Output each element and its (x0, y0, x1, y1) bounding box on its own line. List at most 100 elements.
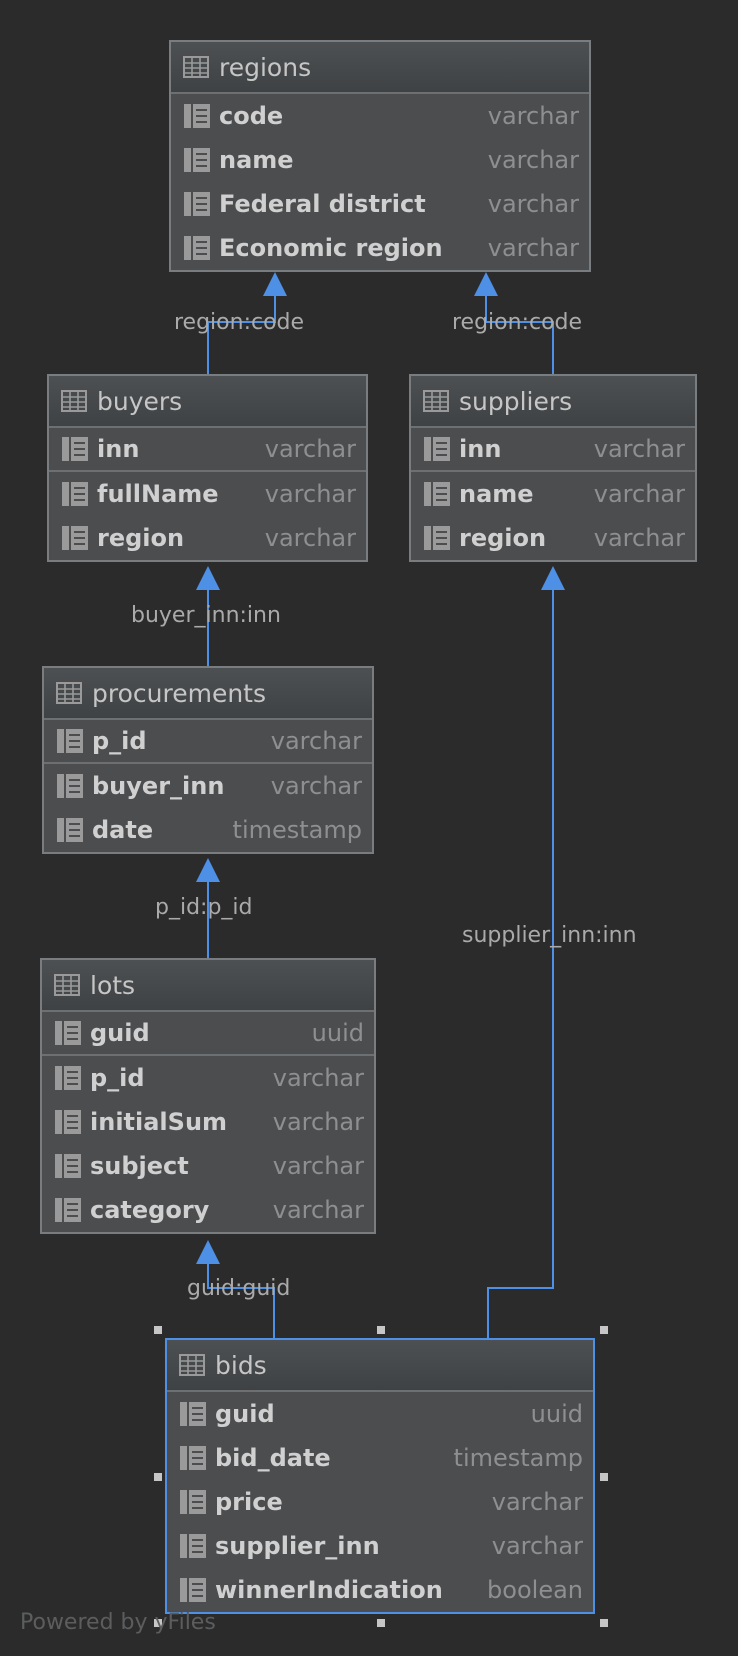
column-type: varchar (593, 480, 685, 508)
column-type: varchar (487, 102, 579, 130)
column-icon (57, 774, 83, 798)
column-row[interactable]: p_id varchar (44, 720, 372, 764)
column-row[interactable]: inn varchar (411, 428, 695, 472)
table-header[interactable]: bids (167, 1340, 593, 1392)
column-row[interactable]: region varchar (411, 516, 695, 560)
column-row[interactable]: name varchar (171, 138, 589, 182)
table-name: buyers (97, 386, 183, 416)
edge-bids-suppliers (487, 589, 554, 1338)
column-name: inn (459, 435, 502, 463)
table-name: procurements (92, 678, 266, 708)
column-icon (57, 729, 83, 753)
arrow-regions-right (474, 272, 498, 296)
column-name: supplier_inn (215, 1532, 380, 1560)
table-header[interactable]: regions (171, 42, 589, 94)
table-icon (423, 390, 449, 412)
column-name: initialSum (90, 1108, 228, 1136)
column-icon (424, 482, 450, 506)
column-name: date (92, 816, 154, 844)
column-name: name (459, 480, 534, 508)
column-icon (62, 437, 88, 461)
table-header[interactable]: lots (42, 960, 374, 1012)
table-icon (54, 974, 80, 996)
column-row[interactable]: price varchar (167, 1480, 593, 1524)
edge-label-procurements-buyers: buyer_inn:inn (131, 603, 281, 628)
column-icon (184, 236, 210, 260)
column-icon (184, 192, 210, 216)
table-name: lots (90, 970, 136, 1000)
table-regions[interactable]: regions code varchar name varchar Federa… (169, 40, 591, 272)
column-row[interactable]: bid_date timestamp (167, 1436, 593, 1480)
column-type: uuid (311, 1019, 364, 1047)
edge-label-bids-lots: guid:guid (187, 1276, 291, 1301)
column-icon (57, 818, 83, 842)
powered-by-footer: Powered by yFiles (20, 1610, 216, 1635)
column-row[interactable]: category varchar (42, 1188, 374, 1232)
table-name: regions (219, 52, 312, 82)
column-name: region (459, 524, 547, 552)
resize-handle-middle-left[interactable] (154, 1473, 162, 1481)
column-row[interactable]: date timestamp (44, 808, 372, 852)
column-icon (62, 526, 88, 550)
column-type: varchar (264, 435, 356, 463)
column-name: fullName (97, 480, 219, 508)
column-row[interactable]: region varchar (49, 516, 366, 560)
table-buyers[interactable]: buyers inn varchar fullName varchar regi… (47, 374, 368, 562)
column-name: category (90, 1196, 210, 1224)
column-type: varchar (264, 480, 356, 508)
column-name: guid (90, 1019, 150, 1047)
arrow-lots (196, 1240, 220, 1264)
column-type: varchar (272, 1196, 364, 1224)
column-type: timestamp (453, 1444, 583, 1472)
column-row[interactable]: supplier_inn varchar (167, 1524, 593, 1568)
column-row[interactable]: Economic region varchar (171, 226, 589, 270)
column-name: inn (97, 435, 140, 463)
column-row[interactable]: name varchar (411, 472, 695, 516)
column-type: varchar (272, 1108, 364, 1136)
table-icon (61, 390, 87, 412)
column-icon (184, 104, 210, 128)
table-icon (179, 1354, 205, 1376)
table-bids[interactable]: bids guid uuid bid_date timestamp price … (165, 1338, 595, 1614)
column-row[interactable]: p_id varchar (42, 1056, 374, 1100)
table-icon (183, 56, 209, 78)
resize-handle-top-left[interactable] (154, 1326, 162, 1334)
column-icon (55, 1110, 81, 1134)
resize-handle-top-right[interactable] (600, 1326, 608, 1334)
column-type: boolean (487, 1576, 583, 1604)
resize-handle-bottom-left[interactable] (154, 1619, 162, 1627)
column-type: timestamp (232, 816, 362, 844)
edge-label-lots-procurements: p_id:p_id (155, 895, 253, 920)
table-header[interactable]: buyers (49, 376, 366, 428)
column-name: subject (90, 1152, 189, 1180)
column-name: price (215, 1488, 283, 1516)
column-row[interactable]: subject varchar (42, 1144, 374, 1188)
column-icon (55, 1066, 81, 1090)
edge-label-bids-suppliers: supplier_inn:inn (462, 923, 637, 948)
table-header[interactable]: suppliers (411, 376, 695, 428)
resize-handle-bottom-right[interactable] (600, 1619, 608, 1627)
arrow-procurements (196, 858, 220, 882)
column-row[interactable]: Federal district varchar (171, 182, 589, 226)
column-name: winnerIndication (215, 1576, 443, 1604)
resize-handle-bottom-middle[interactable] (377, 1619, 385, 1627)
column-row[interactable]: guid uuid (42, 1012, 374, 1056)
resize-handle-top-middle[interactable] (377, 1326, 385, 1334)
resize-handle-middle-right[interactable] (600, 1473, 608, 1481)
table-suppliers[interactable]: suppliers inn varchar name varchar regio… (409, 374, 697, 562)
column-icon (62, 482, 88, 506)
column-row[interactable]: buyer_inn varchar (44, 764, 372, 808)
arrow-suppliers (541, 566, 565, 590)
column-row[interactable]: code varchar (171, 94, 589, 138)
column-row[interactable]: fullName varchar (49, 472, 366, 516)
column-row[interactable]: guid uuid (167, 1392, 593, 1436)
column-icon (55, 1021, 81, 1045)
column-type: varchar (491, 1532, 583, 1560)
table-header[interactable]: procurements (44, 668, 372, 720)
table-procurements[interactable]: procurements p_id varchar buyer_inn varc… (42, 666, 374, 854)
column-row[interactable]: winnerIndication boolean (167, 1568, 593, 1612)
table-lots[interactable]: lots guid uuid p_id varchar initialSum v… (40, 958, 376, 1234)
column-row[interactable]: initialSum varchar (42, 1100, 374, 1144)
column-row[interactable]: inn varchar (49, 428, 366, 472)
column-type: varchar (487, 234, 579, 262)
